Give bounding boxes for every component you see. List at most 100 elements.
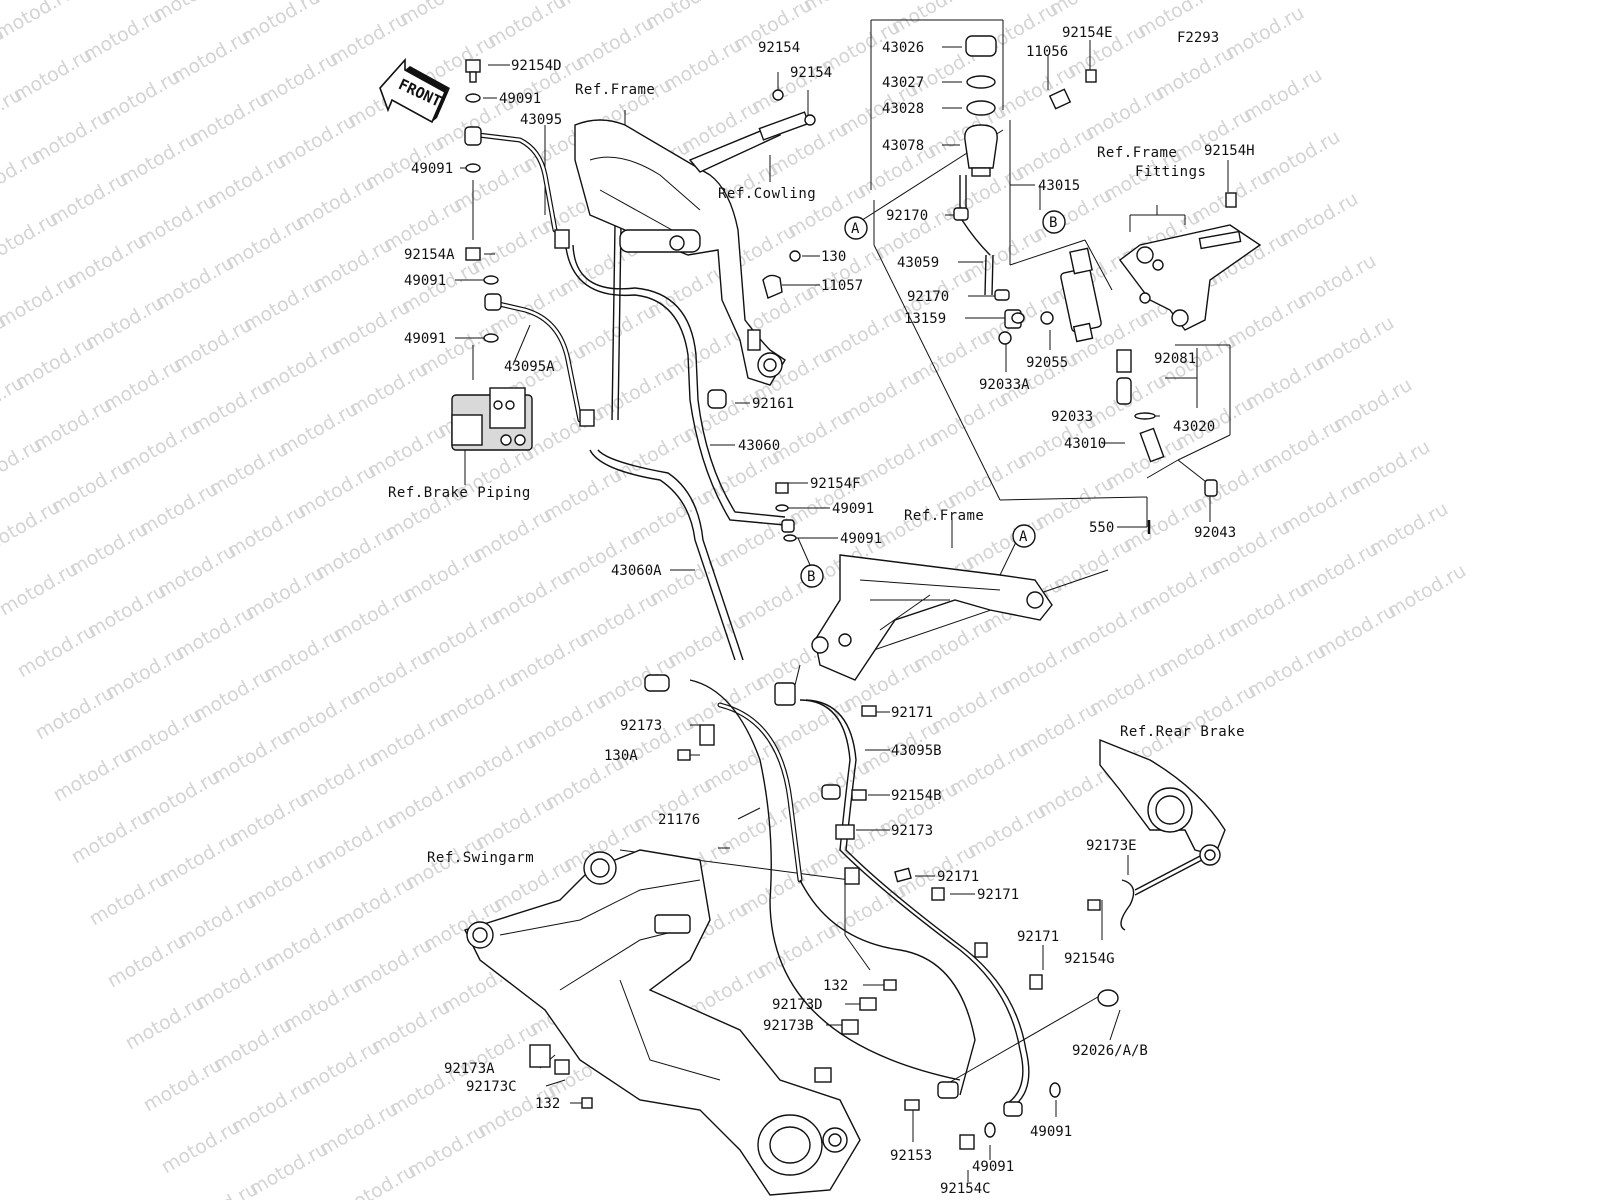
svg-text:B: B bbox=[1049, 215, 1057, 231]
hose-clamp-f bbox=[814, 1067, 832, 1083]
cowling-bracket bbox=[758, 89, 816, 141]
label-92055: 92055 bbox=[1026, 355, 1068, 371]
hose-clamp-c bbox=[774, 682, 796, 706]
grommet-43095B bbox=[821, 784, 841, 800]
label-21176: 21176 bbox=[658, 812, 700, 828]
frame-mid bbox=[811, 554, 1053, 681]
watermark-text: motod.ru bbox=[888, 0, 974, 38]
callout-b-mid: B bbox=[800, 564, 824, 588]
bolt-132-a bbox=[883, 979, 897, 991]
label-92154A: 92154A bbox=[404, 247, 455, 263]
label-92171-c: 92171 bbox=[977, 887, 1019, 903]
bracket-92173A bbox=[529, 1044, 551, 1068]
watermark-text: motod.ru bbox=[1222, 2, 1308, 65]
banjo-fitting-43095 bbox=[464, 126, 482, 146]
bracket-92173B bbox=[841, 1019, 859, 1035]
ref-swingarm: Ref.Swingarm bbox=[427, 850, 534, 866]
bolt-132-b bbox=[581, 1097, 593, 1109]
label-92170-b: 92170 bbox=[907, 289, 949, 305]
bolt-92154C bbox=[959, 1134, 975, 1150]
label-92154E: 92154E bbox=[1062, 25, 1113, 41]
label-92154D: 92154D bbox=[511, 58, 562, 74]
ref-frame-fittings-2: Fittings bbox=[1135, 164, 1206, 180]
bracket-92173D bbox=[859, 997, 877, 1011]
label-43059: 43059 bbox=[897, 255, 939, 271]
callout-a-mid: A bbox=[1012, 524, 1036, 548]
clip-92171-b bbox=[894, 867, 912, 883]
watermark-text: motod.ru bbox=[1240, 64, 1326, 127]
label-49091-f: 49091 bbox=[840, 531, 882, 547]
label-49091-g: 49091 bbox=[972, 1159, 1014, 1175]
label-92161: 92161 bbox=[752, 396, 794, 412]
label-43060A: 43060A bbox=[611, 563, 662, 579]
watermark-text: motod.ru bbox=[1046, 0, 1132, 20]
label-92033A: 92033A bbox=[979, 377, 1030, 393]
parts-layer: FRONT bbox=[379, 35, 1262, 1196]
hose-clamp-b bbox=[579, 409, 595, 427]
washer-49091-d bbox=[483, 333, 499, 343]
watermark-text: motod.ru bbox=[1204, 0, 1290, 2]
label-92171-b: 92171 bbox=[937, 869, 979, 885]
banjo-fitting-rear-b bbox=[1003, 1101, 1023, 1117]
washer-49091-f bbox=[783, 534, 797, 542]
label-92154-a: 92154 bbox=[758, 40, 800, 56]
watermark-layer: motod.rumotod.rumotod.rumotod.rumotod.ru… bbox=[0, 0, 1470, 1200]
watermark-text: motod.ru bbox=[1348, 436, 1434, 499]
hose-clamp-e bbox=[974, 942, 988, 958]
bolt-92154E bbox=[1085, 69, 1097, 83]
label-43010: 43010 bbox=[1064, 436, 1106, 452]
pin-92043 bbox=[1204, 479, 1218, 497]
label-43015: 43015 bbox=[1038, 178, 1080, 194]
watermark-text: motod.ru bbox=[484, 0, 570, 52]
watermark-text: motod.ru bbox=[62, 0, 148, 4]
clamp-11056 bbox=[1048, 88, 1072, 110]
leader-lines bbox=[455, 19, 1231, 1182]
bolt-92154D-shaft bbox=[469, 71, 477, 83]
watermark-text: motod.ru bbox=[150, 0, 236, 26]
label-92154-b: 92154 bbox=[790, 65, 832, 81]
label-130: 130 bbox=[821, 249, 846, 265]
washer-49091-b bbox=[465, 163, 481, 173]
svg-text:B: B bbox=[807, 569, 815, 585]
ref-frame-mid: Ref.Frame bbox=[904, 508, 984, 524]
label-43028: 43028 bbox=[882, 101, 924, 117]
bracket-92173-a bbox=[699, 724, 715, 746]
bolt-92154F bbox=[775, 482, 789, 494]
bolt-130A bbox=[677, 749, 691, 761]
figure-code: F2293 bbox=[1177, 30, 1219, 46]
label-43078: 43078 bbox=[882, 138, 924, 154]
cap-92026 bbox=[1097, 989, 1119, 1007]
washer-49091-a bbox=[465, 93, 481, 103]
watermark-text: motod.ru bbox=[1258, 126, 1344, 189]
label-11056: 11056 bbox=[1026, 44, 1068, 60]
clip-92171-a bbox=[861, 705, 877, 717]
hose-clamp-d bbox=[844, 867, 860, 885]
callout-a-top: A bbox=[844, 216, 868, 240]
label-92173-a: 92173 bbox=[620, 718, 662, 734]
label-43027: 43027 bbox=[882, 75, 924, 91]
label-92173D: 92173D bbox=[772, 997, 823, 1013]
label-layer: F2293 Ref.Frame Ref.Cowling Ref.Frame Fi… bbox=[388, 25, 1255, 1197]
label-92154F: 92154F bbox=[810, 476, 861, 492]
label-92173A: 92173A bbox=[444, 1061, 495, 1077]
ref-frame-fittings-1: Ref.Frame bbox=[1097, 145, 1177, 161]
clip-92171-d bbox=[1029, 974, 1043, 990]
spring-92081 bbox=[1116, 349, 1132, 373]
swingarm bbox=[464, 849, 861, 1196]
label-49091-c: 49091 bbox=[404, 273, 446, 289]
watermark-text: motod.ru bbox=[1276, 188, 1362, 251]
watermark-text: motod.ru bbox=[1312, 312, 1398, 375]
front-arrow-icon: FRONT bbox=[379, 57, 450, 124]
reservoir-stack bbox=[953, 35, 1054, 345]
label-92173B: 92173B bbox=[763, 1018, 814, 1034]
label-92081: 92081 bbox=[1154, 351, 1196, 367]
label-92173E: 92173E bbox=[1086, 838, 1137, 854]
ref-rear-brake: Ref.Rear Brake bbox=[1120, 724, 1245, 740]
label-92171-d: 92171 bbox=[1017, 929, 1059, 945]
watermark-text: motod.ru bbox=[1366, 498, 1452, 561]
watermark-text: motod.ru bbox=[396, 0, 482, 30]
ref-cowling: Ref.Cowling bbox=[718, 186, 816, 202]
svg-text:A: A bbox=[851, 221, 860, 237]
rear-brake-bracket bbox=[1099, 738, 1226, 866]
piston-43020 bbox=[1116, 377, 1132, 405]
